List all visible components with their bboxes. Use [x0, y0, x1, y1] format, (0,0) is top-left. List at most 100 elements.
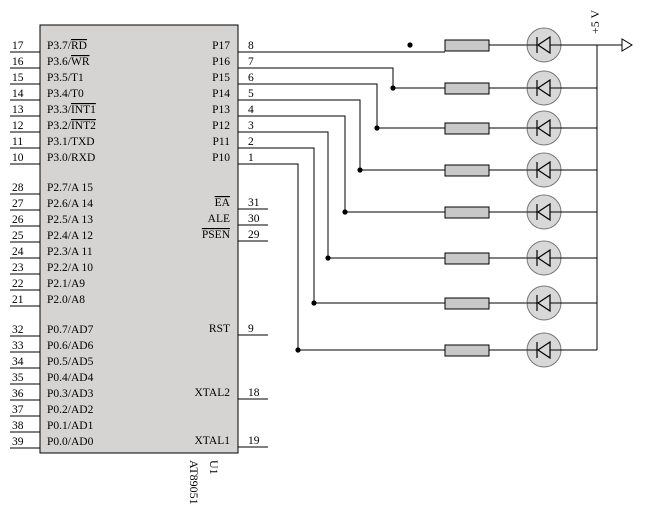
- pin-number: 16: [12, 56, 24, 68]
- pin-number: 22: [12, 278, 24, 290]
- pin-number: 4: [248, 104, 254, 116]
- resistor: [444, 39, 490, 52]
- resistor: [444, 252, 490, 265]
- led-row: [268, 83, 597, 146]
- pin-number: 17: [12, 40, 24, 52]
- signal-wire: [268, 163, 445, 351]
- pin-name: P13: [212, 104, 230, 116]
- pin-number: 29: [248, 229, 260, 241]
- pin-name: P2.3/A 11: [47, 246, 93, 258]
- pin-number: 5: [248, 88, 254, 100]
- pin-name: P3.4/T0: [47, 88, 84, 100]
- pin-name: P11: [213, 136, 231, 148]
- pin-number: 2: [248, 136, 254, 148]
- pin-number: 11: [12, 136, 23, 148]
- pin-number: 37: [12, 404, 24, 416]
- pin-name-overbar: INT1: [71, 104, 96, 116]
- junction-dot: [390, 85, 396, 91]
- pin-name: P0.6/AD6: [47, 340, 94, 352]
- pin-number: 18: [248, 387, 260, 399]
- pin-number: 25: [12, 230, 24, 242]
- pin-name: P3.3/INT1: [47, 104, 96, 116]
- pin-number: 31: [248, 197, 260, 209]
- pin-name: P0.7/AD7: [47, 324, 94, 336]
- pin-number: 15: [12, 72, 24, 84]
- signal-wire: [268, 83, 445, 129]
- pin-number: 38: [12, 420, 24, 432]
- pin-number: 6: [248, 72, 254, 84]
- pin-name: P2.2/A 10: [47, 262, 93, 274]
- resistor: [444, 122, 490, 135]
- pin-name: P0.1/AD1: [47, 420, 94, 432]
- pin-name: P12: [212, 120, 230, 132]
- chip-ref-label: U1: [207, 460, 221, 475]
- signal-wire: [268, 115, 445, 213]
- led-row: [268, 115, 597, 230]
- led-row: [268, 67, 597, 106]
- supply-arrow-icon: [621, 38, 633, 52]
- pin-name: P17: [212, 40, 230, 52]
- signal-wire: [268, 147, 445, 304]
- pin-number: 19: [248, 435, 260, 447]
- pin-name: P3.2/INT2: [47, 120, 96, 132]
- led-row: [268, 27, 597, 63]
- supply-label: +5 V: [588, 9, 602, 34]
- pin-name: P14: [212, 88, 230, 100]
- pin-name-overbar: RD: [71, 40, 87, 52]
- led-row: [268, 163, 597, 368]
- pin-number: 10: [12, 152, 24, 164]
- led-row: [268, 99, 597, 188]
- pin-name: P2.7/A 15: [47, 182, 93, 194]
- junction-dot: [325, 255, 331, 261]
- pin-number: 27: [12, 198, 24, 210]
- pin-name: XTAL1: [195, 435, 231, 447]
- pin-name-overbar: WR: [71, 56, 90, 68]
- pin-number: 23: [12, 262, 24, 274]
- pin-number: 30: [248, 213, 260, 225]
- pin-name: P3.1/TXD: [47, 136, 95, 148]
- pin-name: P2.1/A9: [47, 278, 85, 290]
- pin-name: ALE: [208, 213, 230, 225]
- led-row: [268, 147, 597, 321]
- junction-dot: [407, 42, 413, 48]
- junction-dot: [342, 209, 348, 215]
- junction-dot: [311, 300, 317, 306]
- pin-number: 24: [12, 246, 24, 258]
- pin-number: 14: [12, 88, 24, 100]
- resistor: [444, 82, 490, 95]
- led-rows: [268, 27, 597, 368]
- signal-wire: [268, 99, 445, 171]
- pin-name: P2.4/A 12: [47, 230, 93, 242]
- pin-number: 35: [12, 372, 24, 384]
- pin-number: 32: [12, 324, 24, 336]
- pin-name: P0.0/AD0: [47, 436, 94, 448]
- led-row: [268, 131, 597, 276]
- pin-name: EA: [215, 197, 231, 209]
- pin-name: PSEN: [202, 229, 231, 241]
- pin-name: RST: [209, 323, 230, 335]
- pin-name: P0.3/AD3: [47, 388, 94, 400]
- pin-number: 26: [12, 214, 24, 226]
- pin-number: 1: [248, 152, 254, 164]
- pin-name: P15: [212, 72, 230, 84]
- pin-name: P0.5/AD5: [47, 356, 94, 368]
- chip-part-label: AT89051: [187, 460, 201, 505]
- pin-name: P0.2/AD2: [47, 404, 94, 416]
- pin-number: 33: [12, 340, 24, 352]
- pin-name: P10: [212, 152, 230, 164]
- signal-wire: [268, 131, 445, 259]
- pin-name: P3.7/RD: [47, 40, 87, 52]
- pin-name: XTAL2: [195, 387, 231, 399]
- pin-number: 9: [248, 323, 254, 335]
- resistor: [444, 344, 490, 357]
- pin-name: P0.4/AD4: [47, 372, 94, 384]
- pin-number: 34: [12, 356, 24, 368]
- pin-name: P3.5/T1: [47, 72, 84, 84]
- pin-number: 7: [248, 56, 254, 68]
- signal-wire: [268, 67, 445, 89]
- pin-number: 21: [12, 294, 24, 306]
- pin-name: P3.0/RXD: [47, 152, 95, 164]
- pin-number: 3: [248, 120, 254, 132]
